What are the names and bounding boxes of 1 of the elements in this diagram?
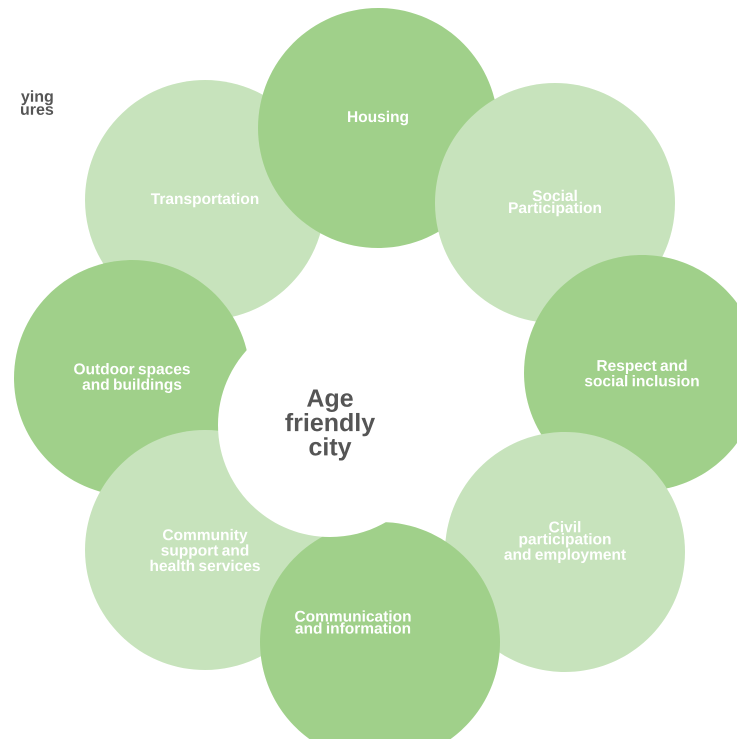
- heading-text: ying ures: [21, 90, 54, 115]
